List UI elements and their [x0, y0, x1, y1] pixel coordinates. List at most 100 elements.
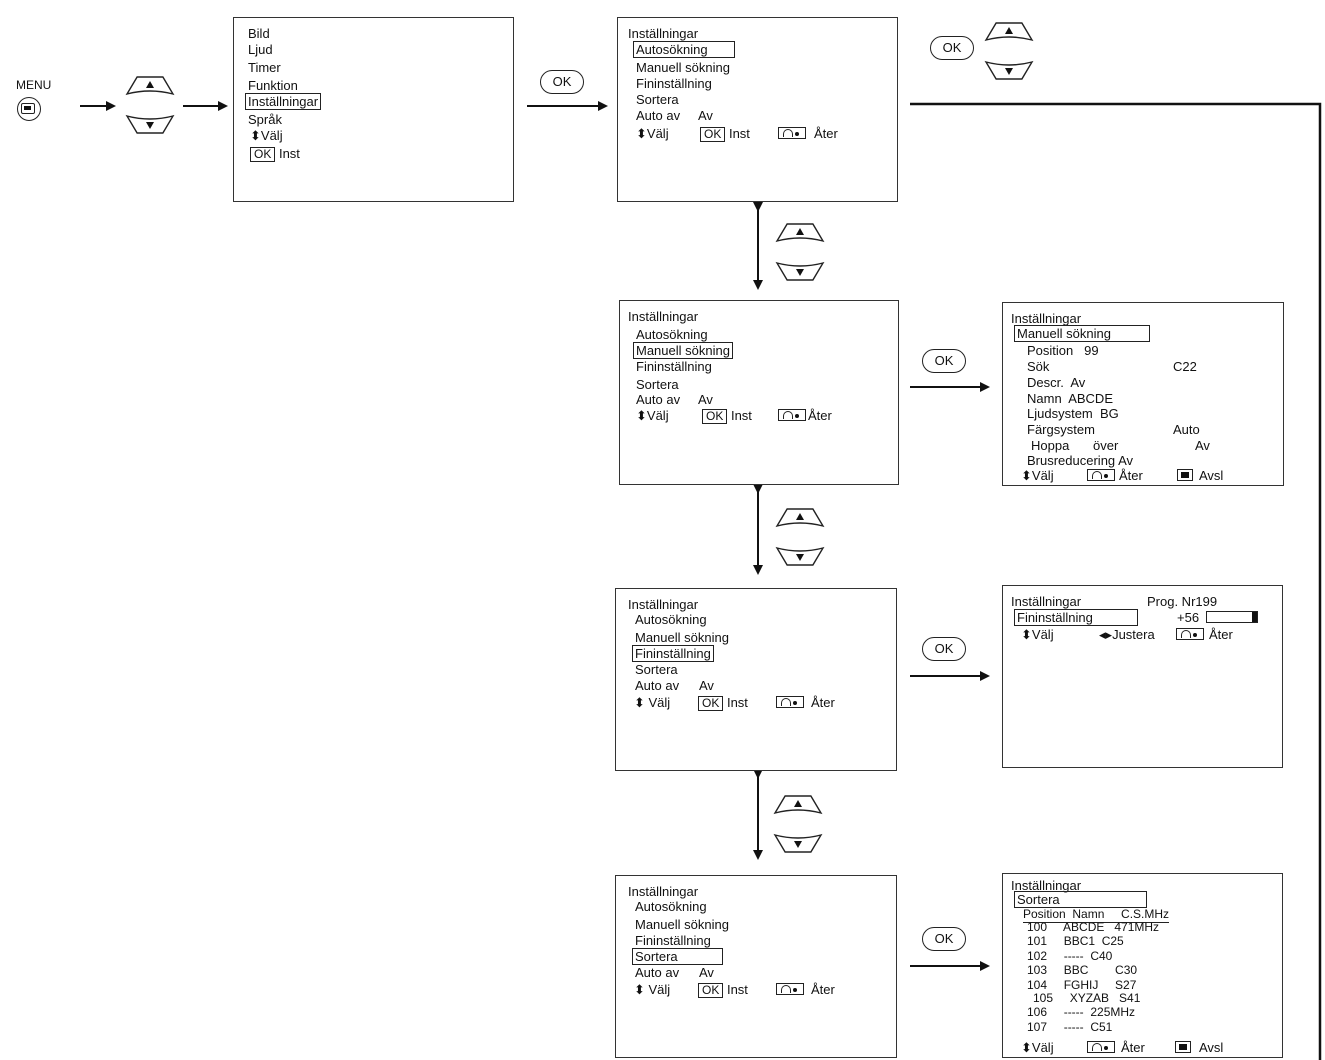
valj-hint: ⬍Välj [250, 128, 283, 143]
menu-key-icon [1177, 469, 1193, 481]
ok-button-fine[interactable]: OK [922, 637, 966, 661]
settings-item[interactable]: Sortera [636, 377, 679, 392]
menu-button-icon [21, 103, 35, 114]
settings-item-selected[interactable]: Manuell sökning [633, 342, 733, 359]
main-menu-item[interactable]: Funktion [248, 78, 298, 93]
main-menu-box: Bild Ljud Timer Funktion Inställningar S… [233, 17, 514, 202]
down-arrow-icon [796, 269, 804, 276]
manual-row-value: C22 [1173, 359, 1197, 374]
auto-av-value: Av [698, 108, 713, 123]
sort-row: 103 BBC C30 [1027, 963, 1138, 977]
settings-item-selected[interactable]: Autosökning [633, 41, 735, 58]
menu-key-icon [1175, 1041, 1191, 1053]
prog-number: Prog. Nr199 [1147, 594, 1218, 609]
avsl-hint: Avsl [1199, 468, 1224, 483]
avsl-hint: Avsl [1199, 1040, 1224, 1055]
panel-title: Inställningar [1011, 878, 1082, 893]
settings-box-sort: Inställningar Autosökning Manuell söknin… [615, 875, 897, 1058]
sort-row: 105 XYZAB S41 [1033, 991, 1141, 1005]
settings-item[interactable]: Fininställning [635, 933, 711, 948]
back-key-icon [778, 127, 806, 139]
settings-item-selected[interactable]: Sortera [632, 948, 723, 965]
manual-row-mid: över [1093, 438, 1119, 453]
valj-hint: ⬍ Välj [634, 982, 671, 997]
settings-title: Inställningar [628, 884, 699, 899]
main-menu-item[interactable]: Timer [248, 60, 281, 75]
valj-hint: ⬍ Välj [634, 695, 671, 710]
settings-item[interactable]: Autosökning [635, 899, 707, 914]
settings-item[interactable]: Manuell sökning [635, 630, 729, 645]
sort-panel: Inställningar Sortera Position Namn C.S.… [1002, 873, 1283, 1058]
settings-box-auto: Inställningar Autosökning Manuell söknin… [617, 17, 898, 202]
panel-title: Inställningar [1011, 311, 1082, 326]
inst-hint: OK Inst [700, 126, 750, 142]
ok-button-manual[interactable]: OK [922, 349, 966, 373]
main-menu-item-selected[interactable]: Inställningar [245, 93, 322, 110]
manual-row: Brusreducering Av [1027, 453, 1133, 468]
main-menu-item[interactable]: Bild [248, 26, 270, 41]
back-key-icon [778, 409, 806, 421]
back-key-icon [1087, 469, 1115, 481]
down-arrow-icon [794, 841, 802, 848]
sort-row: 101 BBC1 C25 [1027, 934, 1124, 948]
auto-av-label: Auto av [636, 392, 681, 407]
valj-hint: ⬍Välj [636, 408, 669, 423]
ater-hint: Åter [814, 126, 838, 141]
settings-box-manual: Inställningar Autosökning Manuell söknin… [619, 300, 899, 485]
sort-row: 104 FGHIJ S27 [1027, 978, 1137, 992]
ater-hint: Åter [811, 982, 835, 997]
valj-hint: ⬍Välj [636, 126, 669, 141]
settings-item[interactable]: Autosökning [636, 327, 708, 342]
justera-hint: ◂▸Justera [1099, 627, 1155, 642]
settings-item[interactable]: Autosökning [635, 612, 707, 627]
menu-button[interactable] [17, 97, 41, 121]
manual-row: Färgsystem [1027, 422, 1095, 437]
auto-av-label: Auto av [636, 108, 681, 123]
manual-row: Hoppa [1031, 438, 1070, 453]
ok-button-sort[interactable]: OK [922, 927, 966, 951]
sort-row: 100 ABCDE 471MHz [1027, 920, 1160, 934]
back-key-icon [1087, 1041, 1115, 1053]
inst-hint: OK Inst [702, 408, 752, 424]
down-arrow-icon [146, 122, 154, 129]
ater-hint: Åter [1121, 1040, 1145, 1055]
main-menu-item[interactable]: Ljud [248, 42, 273, 57]
auto-av-value: Av [698, 392, 713, 407]
ater-hint: Åter [811, 695, 835, 710]
fine-tuning-panel: Inställningar Prog. Nr199 Fininställning… [1002, 585, 1283, 768]
settings-item[interactable]: Fininställning [636, 76, 712, 91]
auto-av-label: Auto av [635, 965, 680, 980]
fine-tuning-bar[interactable] [1206, 611, 1258, 623]
ok-button-return[interactable]: OK [930, 36, 974, 60]
auto-av-label: Auto av [635, 678, 680, 693]
ater-hint: Åter [1209, 627, 1233, 642]
settings-item-selected[interactable]: Fininställning [632, 645, 714, 662]
inst-hint: OK Inst [698, 695, 748, 711]
ok-button-main[interactable]: OK [540, 70, 584, 94]
panel-heading: Fininställning [1014, 609, 1138, 626]
back-key-icon [776, 696, 804, 708]
auto-av-value: Av [699, 678, 714, 693]
manual-row: Descr. Av [1027, 375, 1086, 390]
settings-item[interactable]: Sortera [635, 662, 678, 677]
sort-columns: Position Namn C.S.MHz [1023, 907, 1170, 923]
manual-row-value: Auto [1173, 422, 1200, 437]
manual-row: Ljudsystem BG [1027, 406, 1119, 421]
panel-heading: Manuell sökning [1014, 325, 1150, 342]
manual-row: Position 99 [1027, 343, 1099, 358]
valj-hint: ⬍Välj [1021, 1040, 1054, 1055]
inst-hint: OK Inst [250, 146, 300, 162]
back-key-icon [1176, 628, 1204, 640]
settings-item[interactable]: Manuell sökning [635, 917, 729, 932]
manual-search-panel: Inställningar Manuell sökning Position 9… [1002, 302, 1284, 486]
settings-item[interactable]: Sortera [636, 92, 679, 107]
settings-item[interactable]: Manuell sökning [636, 60, 730, 75]
manual-row: Sök [1027, 359, 1050, 374]
main-menu-item[interactable]: Språk [248, 112, 282, 127]
auto-av-value: Av [699, 965, 714, 980]
valj-hint: ⬍Välj [1021, 468, 1054, 483]
settings-item[interactable]: Fininställning [636, 359, 712, 374]
inst-hint: OK Inst [698, 982, 748, 998]
down-arrow-icon [1005, 68, 1013, 75]
